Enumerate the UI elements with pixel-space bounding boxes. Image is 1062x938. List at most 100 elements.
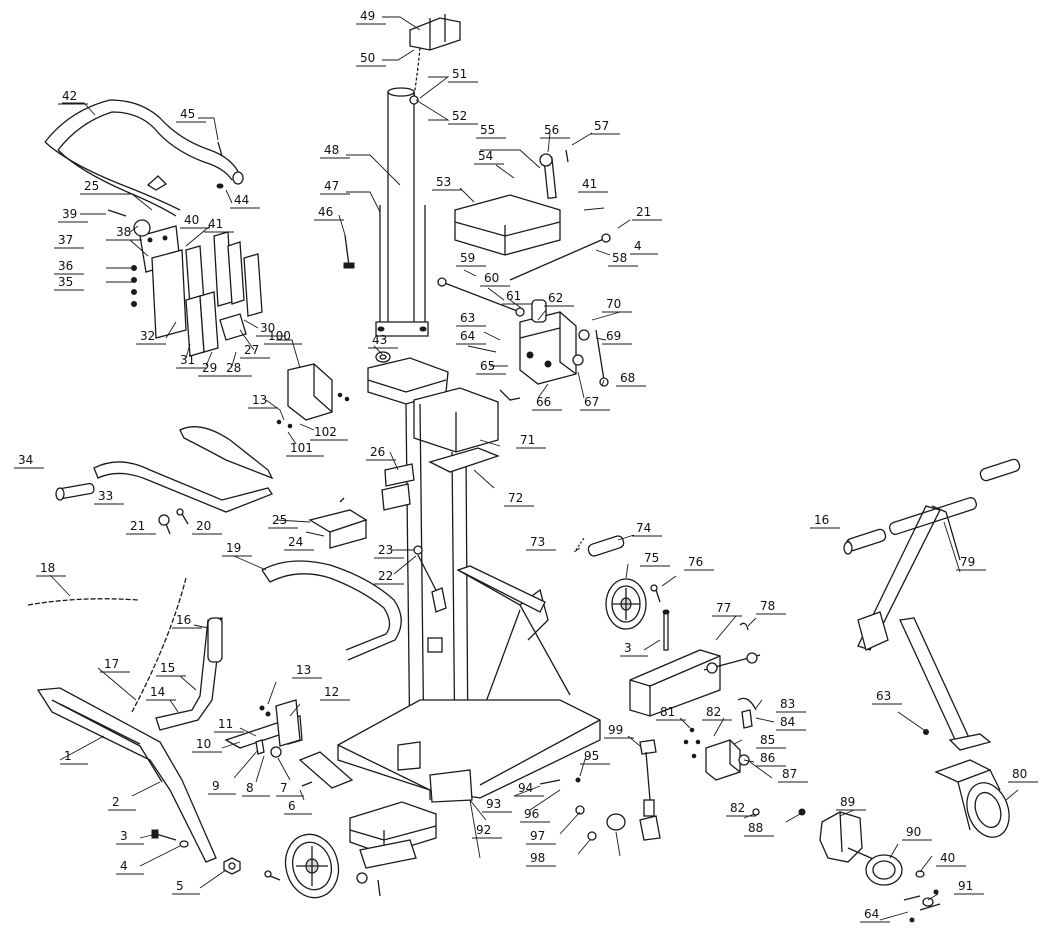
rods-59-61 <box>437 277 525 317</box>
callout-underlines <box>14 23 1038 923</box>
mast-tube <box>375 87 429 337</box>
callout-62: 62 <box>548 291 563 305</box>
callout-44: 44 <box>234 193 249 207</box>
callout-49: 49 <box>360 9 375 23</box>
callout-26: 26 <box>370 445 385 459</box>
callout-38: 38 <box>116 225 131 239</box>
pins-20-21 <box>158 508 189 535</box>
callout-55: 55 <box>480 123 495 137</box>
callout-83: 83 <box>780 697 795 711</box>
callout-19: 19 <box>226 541 241 555</box>
axle-bracket <box>349 801 437 897</box>
callout-40: 40 <box>184 213 199 227</box>
callout-57: 57 <box>594 119 609 133</box>
callout-3: 3 <box>120 829 128 843</box>
handle-42 <box>44 99 244 217</box>
pin-45 <box>216 141 224 189</box>
bolt-3-left <box>151 829 189 848</box>
lever-33 <box>55 426 274 513</box>
callout-102: 102 <box>314 425 337 439</box>
pump-86 <box>683 697 806 816</box>
callout-66: 66 <box>536 395 551 409</box>
callout-32: 32 <box>140 329 155 343</box>
callout-79: 79 <box>960 555 975 569</box>
callout-5: 5 <box>176 879 184 893</box>
foot-plate-1 <box>36 687 217 863</box>
carriage-bracket <box>454 149 611 281</box>
control-valve-62 <box>499 299 609 401</box>
callout-13: 13 <box>296 663 311 677</box>
callout-89: 89 <box>840 795 855 809</box>
callout-68: 68 <box>620 371 635 385</box>
callout-10: 10 <box>196 737 211 751</box>
callout-85: 85 <box>760 733 775 747</box>
callout-60: 60 <box>484 271 499 285</box>
callout-35: 35 <box>58 275 73 289</box>
hydraulic-fitting <box>539 739 661 841</box>
callout-96: 96 <box>524 807 539 821</box>
callout-93: 93 <box>486 797 501 811</box>
callout-6: 6 <box>288 799 296 813</box>
callout-14: 14 <box>150 685 165 699</box>
callout-54: 54 <box>478 149 493 163</box>
callout-48: 48 <box>324 143 339 157</box>
callout-1: 1 <box>64 749 72 763</box>
main-column-frame <box>337 357 601 803</box>
callout-46: 46 <box>318 205 333 219</box>
callout-25: 25 <box>272 513 287 527</box>
callout-98: 98 <box>530 851 545 865</box>
callout-92: 92 <box>476 823 491 837</box>
nut-43 <box>375 351 391 363</box>
callout-21: 21 <box>130 519 145 533</box>
chain-18 <box>27 598 139 606</box>
callout-70: 70 <box>606 297 621 311</box>
callout-20: 20 <box>196 519 211 533</box>
callout-24: 24 <box>288 535 303 549</box>
callout-8: 8 <box>246 781 254 795</box>
callout-78: 78 <box>760 599 775 613</box>
callout-101: 101 <box>290 441 313 455</box>
callout-81: 81 <box>660 705 675 719</box>
callout-43: 43 <box>372 333 387 347</box>
callout-37: 37 <box>58 233 73 247</box>
callout-53: 53 <box>436 175 451 189</box>
pin-73 <box>575 535 625 557</box>
callout-64: 64 <box>864 907 879 921</box>
callout-99: 99 <box>608 723 623 737</box>
callout-30: 30 <box>260 321 275 335</box>
callout-13: 13 <box>252 393 267 407</box>
callout-41: 41 <box>208 217 223 231</box>
callout-21: 21 <box>636 205 651 219</box>
callout-74: 74 <box>636 521 651 535</box>
callout-94: 94 <box>518 781 533 795</box>
callout-34: 34 <box>18 453 33 467</box>
callout-41: 41 <box>582 177 597 191</box>
callout-95: 95 <box>584 749 599 763</box>
callout-4: 4 <box>634 239 642 253</box>
callout-36: 36 <box>58 259 73 273</box>
nut-5 <box>223 857 241 875</box>
callout-33: 33 <box>98 489 113 503</box>
callout-45: 45 <box>180 107 195 121</box>
callout-3: 3 <box>624 641 632 655</box>
callout-12: 12 <box>324 685 339 699</box>
callout-76: 76 <box>688 555 703 569</box>
jack-stand-79 <box>843 458 1021 751</box>
callout-84: 84 <box>780 715 795 729</box>
callout-labels: 1 2 3 3 4 4 5 6 7 8 9 10 11 12 13 13 14 … <box>18 9 1027 921</box>
callout-2: 2 <box>112 795 120 809</box>
side-plates <box>308 463 415 549</box>
callout-61: 61 <box>506 289 521 303</box>
callout-59: 59 <box>460 251 475 265</box>
handle-19 <box>261 560 402 661</box>
callout-42: 42 <box>62 89 77 103</box>
callout-23: 23 <box>378 543 393 557</box>
callout-58: 58 <box>612 251 627 265</box>
callout-4: 4 <box>120 859 128 873</box>
callout-86: 86 <box>760 751 775 765</box>
callout-73: 73 <box>530 535 545 549</box>
wheel-75 <box>605 578 661 630</box>
callout-39: 39 <box>62 207 77 221</box>
